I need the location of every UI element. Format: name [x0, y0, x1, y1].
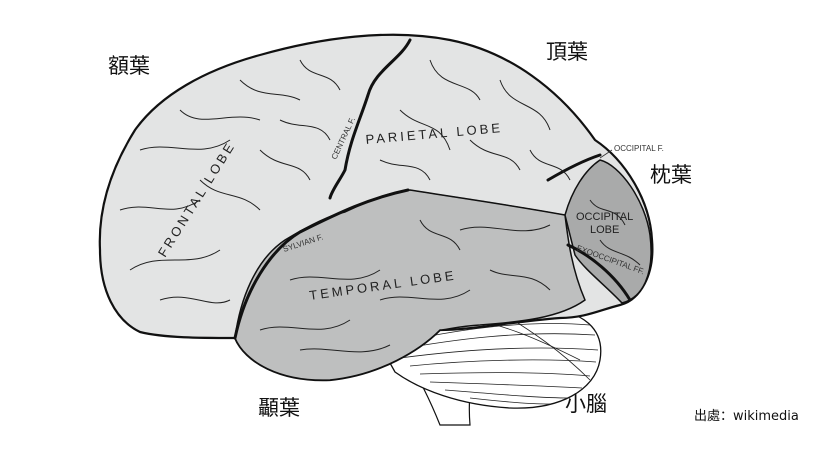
- occipital-fissure-leader: [599, 149, 613, 159]
- occipital-label-zh: 枕葉: [650, 163, 692, 187]
- temporal-label-zh: 顳葉: [258, 396, 300, 420]
- occipital-lobe-label-2: LOBE: [590, 224, 619, 236]
- occipital-fissure: [546, 153, 602, 182]
- cerebellum-label-zh: 小腦: [565, 392, 607, 416]
- occipital-lobe-label-1: OCCIPITAL: [576, 211, 633, 223]
- sylvian-fissure: [233, 188, 410, 340]
- parieto-temporal-line: [409, 189, 566, 216]
- parietal-label-zh: 頂葉: [546, 40, 588, 64]
- exooccipital-fissure: [566, 243, 632, 302]
- source-credit: 出處：wikimedia: [694, 409, 799, 424]
- central-fissure: [328, 38, 412, 200]
- occipital-fissure-label: OCCIPITAL F.: [614, 144, 664, 153]
- frontal-label-zh: 額葉: [108, 54, 150, 78]
- occipital-lobe: [564, 159, 652, 304]
- sulci: [119, 59, 641, 353]
